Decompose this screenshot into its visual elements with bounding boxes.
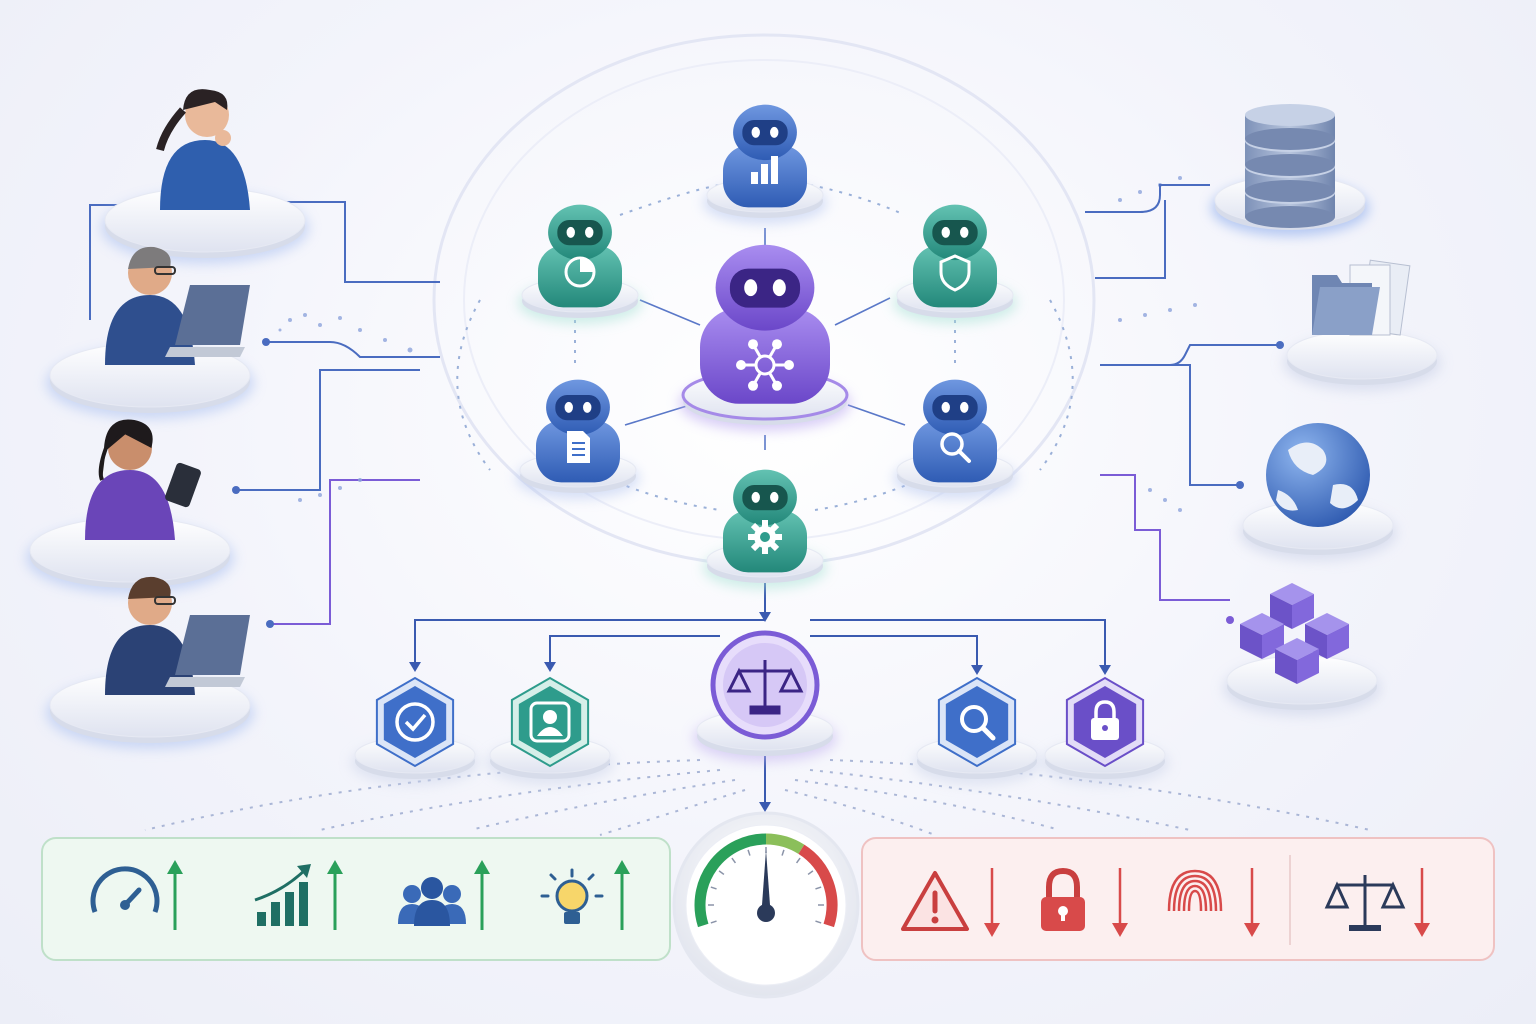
worker-agent-3 xyxy=(893,205,1017,324)
user-avatar-1 xyxy=(101,89,309,264)
benefits-panel xyxy=(42,838,670,960)
governance-row xyxy=(351,633,1169,785)
document-icon xyxy=(567,431,590,463)
worker-agent-2 xyxy=(518,205,642,324)
resource-column xyxy=(1211,104,1441,716)
worker-agent-5 xyxy=(893,380,1017,499)
user-avatar-4 xyxy=(46,577,254,749)
agent-cluster xyxy=(516,105,1017,589)
user-column xyxy=(26,89,309,749)
governance-control-1 xyxy=(351,678,479,785)
worker-agent-1 xyxy=(703,105,827,224)
file-folder-icon xyxy=(1312,260,1410,335)
governance-scale xyxy=(693,633,837,762)
resource-file-folder xyxy=(1283,260,1441,391)
orchestrator-agent xyxy=(679,245,851,431)
globe-icon xyxy=(1266,423,1370,527)
gauge-icon xyxy=(674,813,858,997)
worker-agent-6 xyxy=(703,470,827,589)
resource-cubes xyxy=(1223,583,1381,716)
user-avatar-2 xyxy=(46,247,254,419)
resource-database xyxy=(1211,104,1369,236)
database-icon xyxy=(1245,104,1335,228)
risks-panel xyxy=(862,838,1494,960)
user-avatar-3 xyxy=(26,422,234,594)
governance-control-2 xyxy=(486,678,614,785)
resource-globe xyxy=(1239,423,1397,561)
governance-control-3 xyxy=(913,678,1041,785)
gear-icon xyxy=(748,520,782,554)
governance-control-4 xyxy=(1041,678,1169,785)
worker-agent-4 xyxy=(516,380,640,499)
